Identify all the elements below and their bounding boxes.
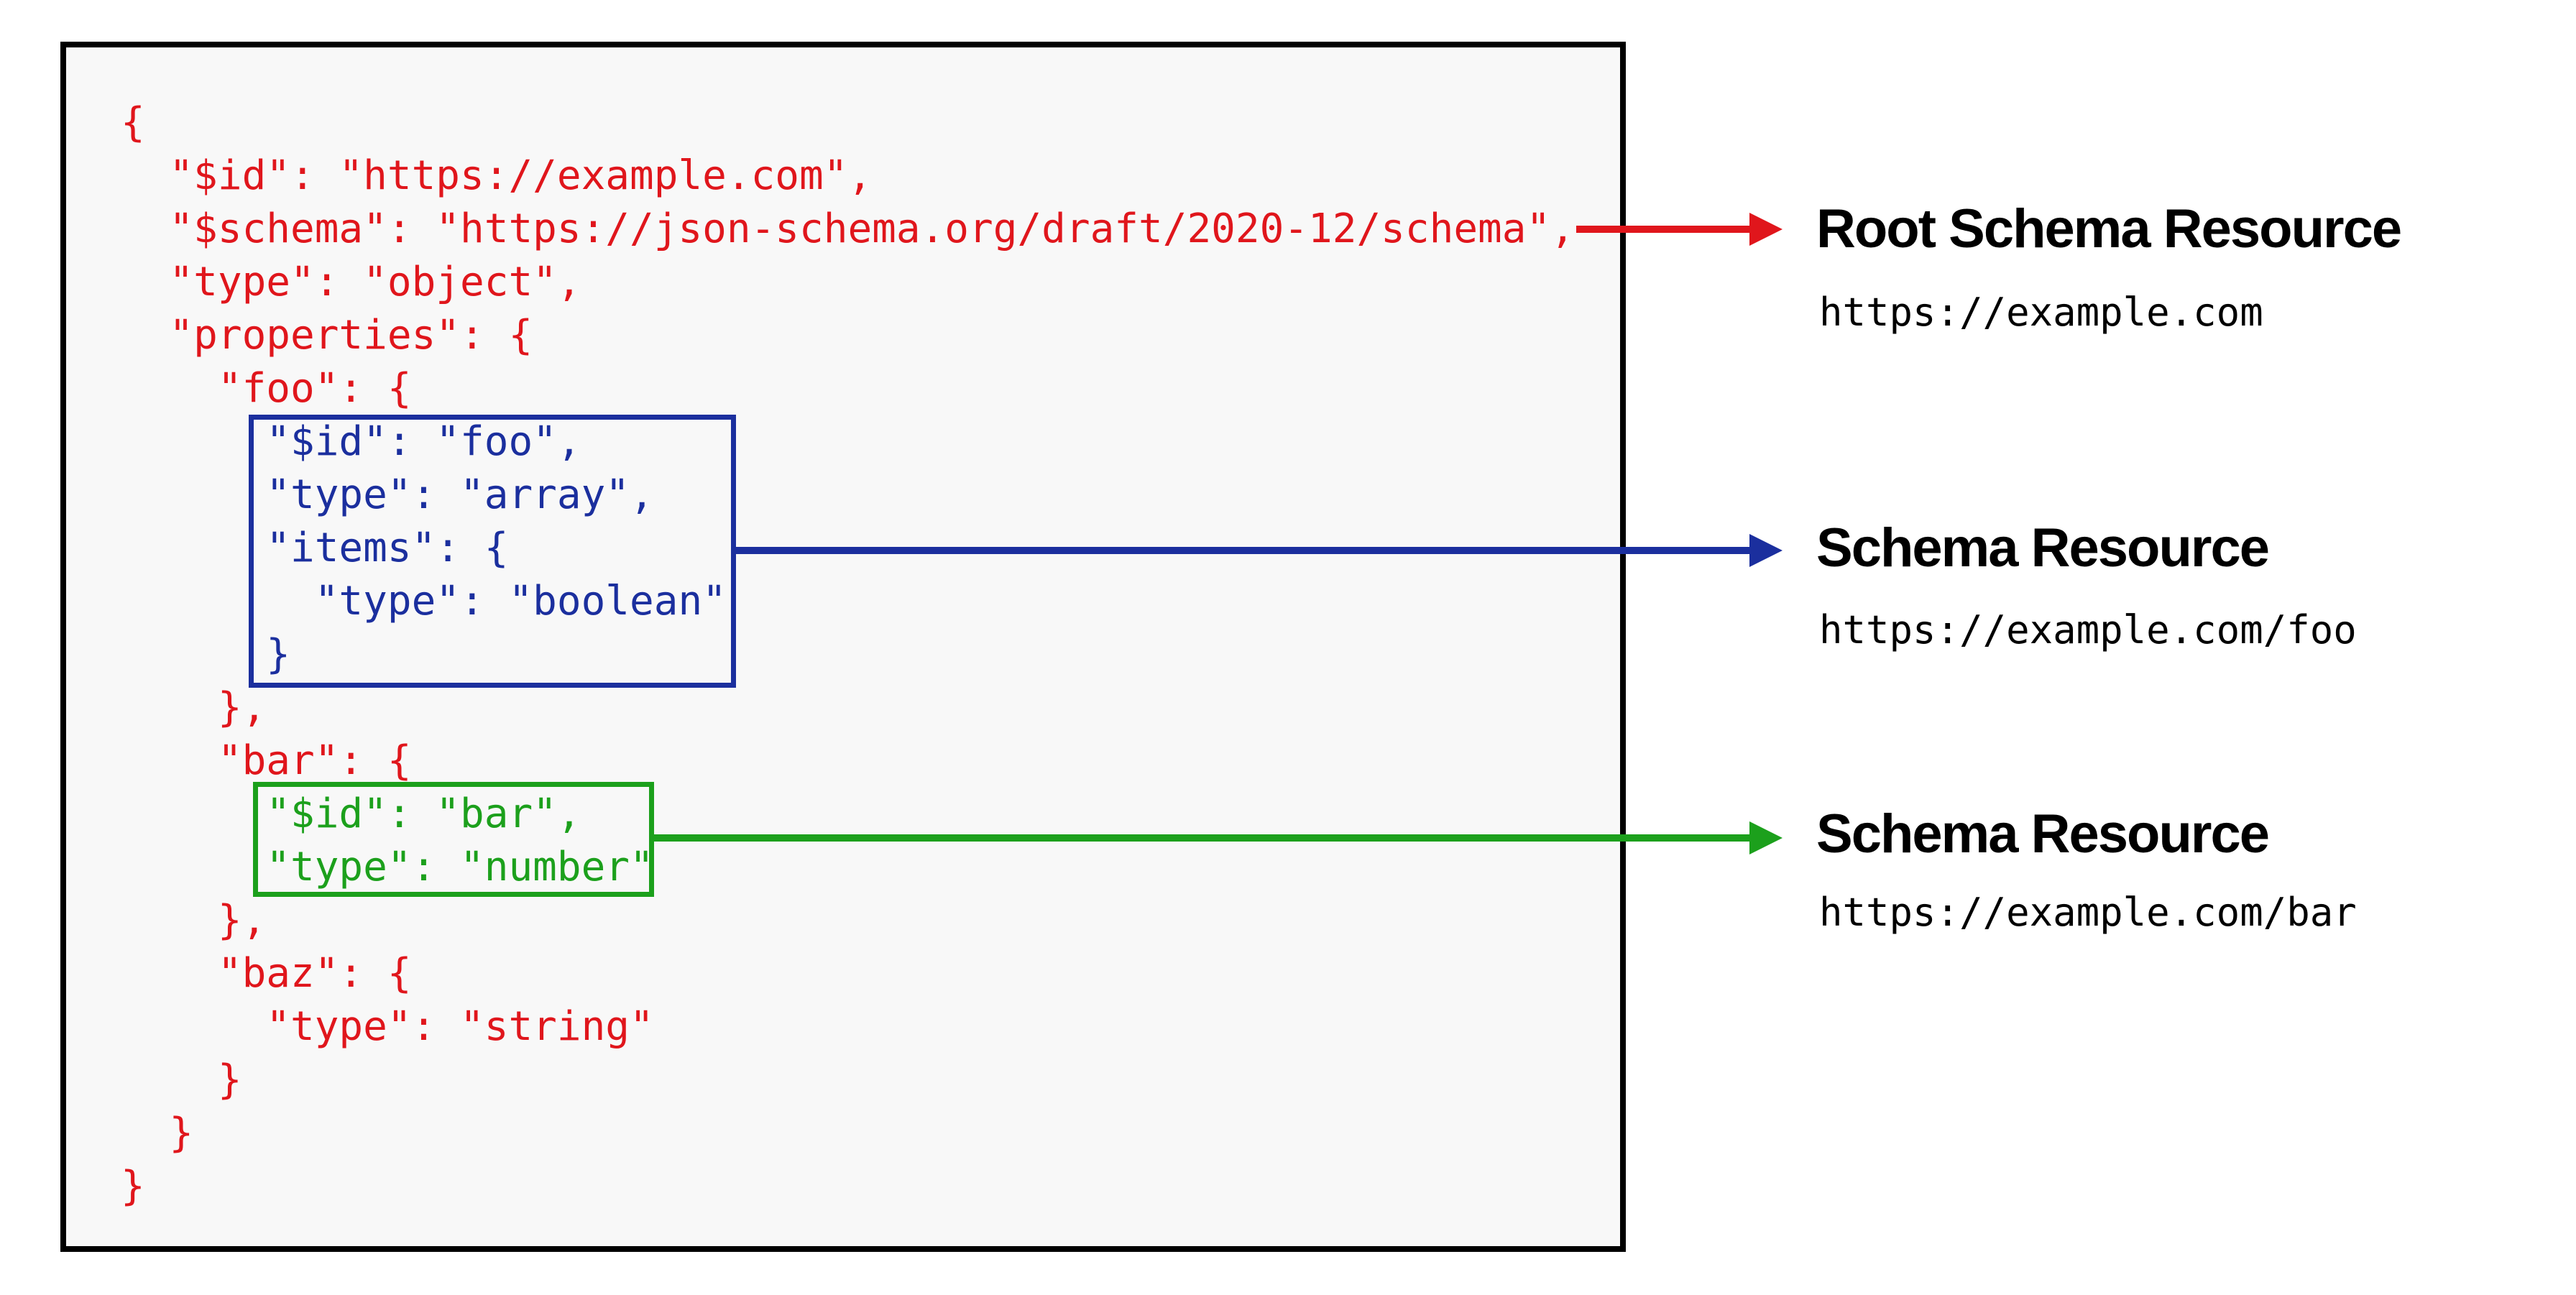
arrow-head-icon (1749, 213, 1782, 246)
annotation-title-root: Root Schema Resource (1816, 198, 2402, 259)
code-line: "type": "array", (121, 471, 654, 518)
code-line: "type": "number" (121, 844, 654, 890)
bar-schema-arrow (649, 821, 1782, 854)
code-line: } (121, 1056, 242, 1103)
arrow-head-icon (1749, 821, 1782, 854)
code-line: "type": "string" (121, 1003, 654, 1050)
code-block: { "$id": "https://example.com", "$schema… (121, 96, 1575, 1213)
code-line: { (121, 99, 145, 146)
arrow-head-icon (1749, 534, 1782, 567)
annotation-url-root: https://example.com (1819, 290, 2263, 335)
code-line: }, (121, 897, 267, 944)
code-line: "items": { (121, 525, 509, 571)
code-line: "$schema": "https://json-schema.org/draf… (121, 206, 1575, 252)
code-line: "bar": { (121, 737, 412, 784)
code-line: } (121, 631, 291, 678)
code-line: } (121, 1163, 145, 1209)
root-schema-arrow (1576, 213, 1782, 246)
code-line: "foo": { (121, 365, 412, 412)
code-line: "baz": { (121, 950, 412, 997)
code-line: "$id": "https://example.com", (121, 152, 873, 199)
code-line: } (121, 1110, 194, 1156)
code-line: "type": "object", (121, 259, 581, 305)
code-line: "$id": "bar", (121, 791, 581, 837)
bar-schema-resource-box (253, 782, 654, 897)
annotation-url-bar: https://example.com/bar (1819, 890, 2357, 935)
foo-schema-resource-box (249, 415, 736, 688)
annotation-title-foo: Schema Resource (1816, 517, 2270, 579)
code-line: "$id": "foo", (121, 418, 581, 465)
code-line: "type": "boolean" (121, 578, 727, 625)
code-line: "properties": { (121, 312, 533, 359)
code-line: }, (121, 684, 267, 731)
schema-code-panel (60, 42, 1626, 1252)
foo-schema-arrow (732, 534, 1782, 567)
annotation-url-foo: https://example.com/foo (1819, 607, 2357, 653)
annotation-title-bar: Schema Resource (1816, 803, 2270, 865)
